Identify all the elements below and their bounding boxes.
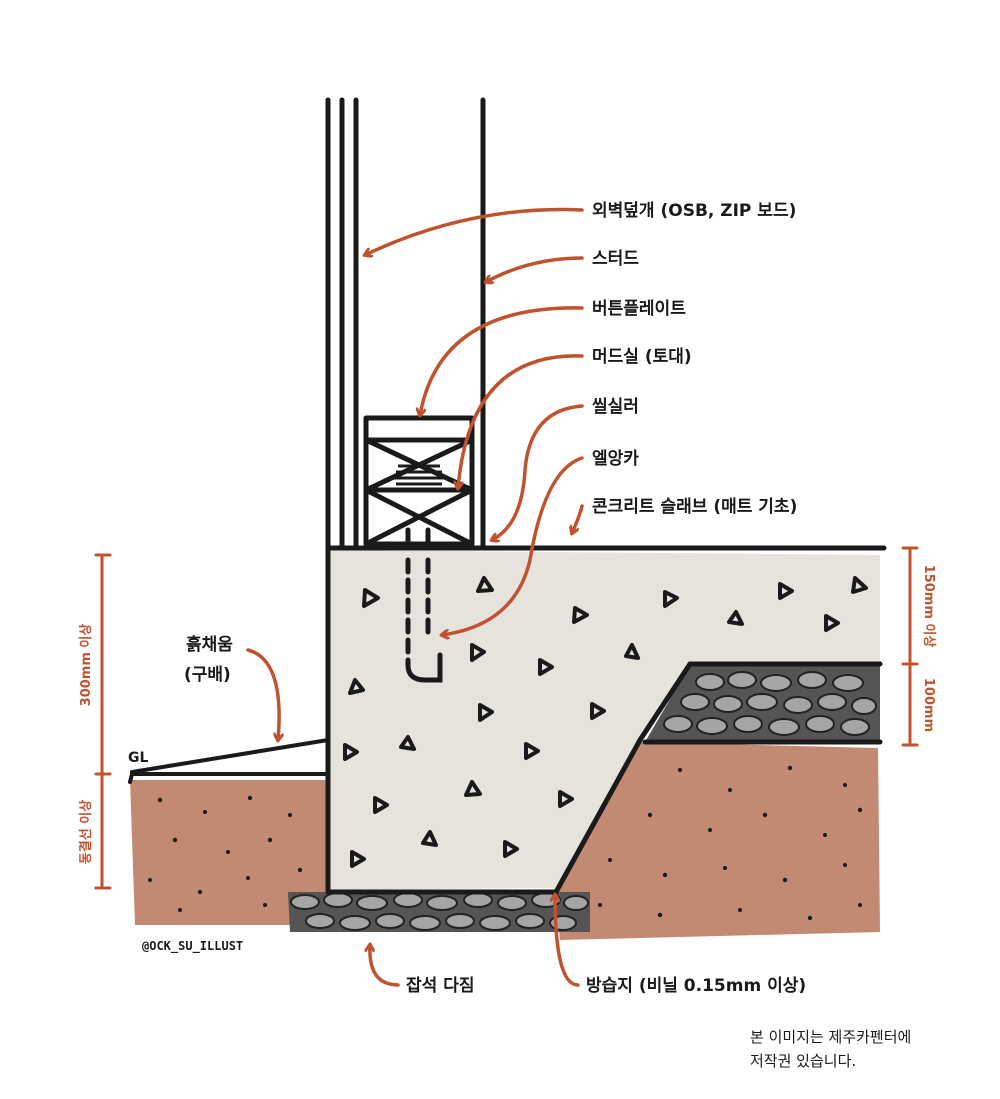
gravel-right bbox=[645, 665, 880, 742]
copyright-line-2: 저작권 있습니다. bbox=[750, 1052, 856, 1070]
label-vapor-barrier: 방습지 (비닐 0.15mm 이상) bbox=[586, 976, 806, 996]
label-stud: 스터드 bbox=[592, 249, 639, 269]
arrow-mudsill bbox=[458, 354, 584, 488]
sill-sealer-hatch bbox=[394, 464, 444, 486]
label-gravel: 잡석 다짐 bbox=[406, 976, 474, 996]
label-anchor: 엘앙카 bbox=[592, 449, 639, 469]
leader-arrows bbox=[246, 207, 584, 987]
backfill-slope bbox=[128, 738, 330, 784]
copyright-line-1: 본 이미지는 제주카펜터에 bbox=[750, 1028, 911, 1046]
arrow-stud bbox=[486, 256, 584, 282]
arrow-sill-sealer bbox=[492, 404, 584, 540]
arrow-butt-plate bbox=[420, 306, 584, 415]
slab-outline bbox=[325, 545, 887, 895]
arrow-gravel bbox=[370, 945, 400, 987]
dim-right-lower: 100mm bbox=[921, 678, 936, 732]
arrow-vapor-barrier bbox=[555, 895, 580, 987]
label-backfill-2: (구배) bbox=[184, 665, 231, 685]
arrow-backfill bbox=[246, 648, 279, 740]
label-mudsill: 머드실 (토대) bbox=[592, 347, 692, 367]
dim-right-upper: 150mm 이상 bbox=[921, 565, 937, 648]
dimension-lines bbox=[94, 546, 919, 890]
concrete-aggregate bbox=[343, 576, 868, 868]
arrow-anchor bbox=[442, 456, 584, 635]
dim-left-lower: 동결선 이상 bbox=[78, 800, 94, 864]
arrow-sheathing bbox=[365, 207, 584, 255]
concrete-slab bbox=[330, 550, 880, 890]
mudsill-box bbox=[363, 415, 475, 547]
label-backfill-1: 흙채움 bbox=[186, 634, 233, 655]
label-sill-sealer: 씰실러 bbox=[592, 397, 639, 417]
label-gl: GL bbox=[128, 750, 148, 766]
label-sheathing: 외벽덮개 (OSB, ZIP 보드) bbox=[592, 201, 796, 221]
label-butt-plate: 버튼플레이트 bbox=[592, 299, 686, 319]
gravel-bottom bbox=[288, 892, 590, 932]
wall-sheathing bbox=[325, 97, 359, 551]
arrow-slab bbox=[572, 504, 584, 533]
soil-left bbox=[130, 780, 330, 925]
label-slab: 콘크리트 슬래브 (매트 기초) bbox=[592, 497, 797, 517]
soil-right bbox=[555, 742, 880, 940]
soil-specks bbox=[148, 765, 863, 921]
credit-handle: @OCK_SU_ILLUST bbox=[142, 939, 243, 954]
anchor-bolt bbox=[405, 527, 443, 683]
dim-left-upper: 300mm 이상 bbox=[78, 624, 94, 707]
